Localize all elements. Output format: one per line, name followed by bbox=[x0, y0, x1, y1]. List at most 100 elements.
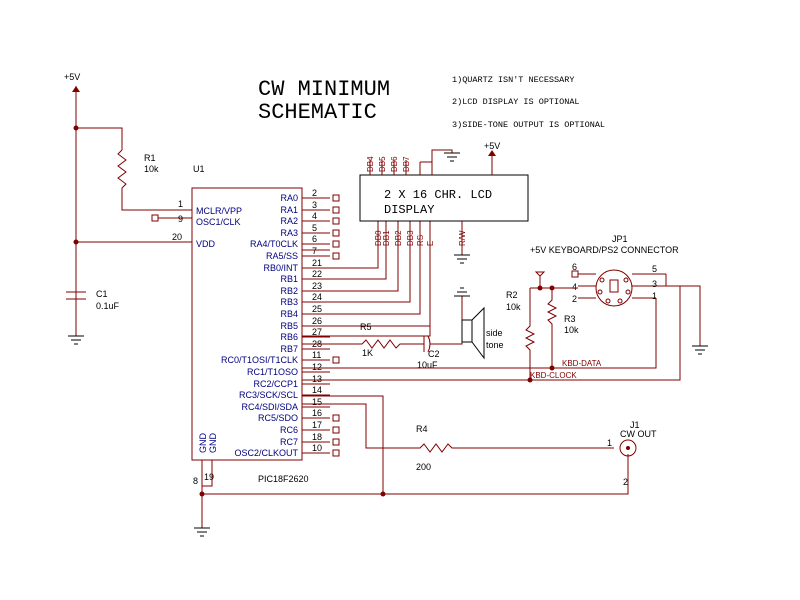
mcu-pin-name: RA0 bbox=[280, 193, 298, 203]
mcu-pin-name-vdd: VDD bbox=[196, 239, 216, 249]
r4-ref: R4 bbox=[416, 424, 428, 434]
r5-value: 1K bbox=[362, 348, 373, 358]
note-1: 1)QUARTZ ISN'T NECESSARY bbox=[452, 75, 574, 85]
ground-symbol-jp1 bbox=[692, 345, 708, 355]
ground-symbol-rw bbox=[454, 254, 470, 264]
mcu-pin-num: 6 bbox=[312, 234, 317, 244]
mcu-pin-num: 11 bbox=[312, 350, 321, 360]
mcu-pin-name: RB6 bbox=[280, 332, 298, 342]
mcu-pin-num: 12 bbox=[312, 362, 322, 372]
mcu-pin-num: 14 bbox=[312, 385, 322, 395]
j1-ref: J1 bbox=[630, 420, 640, 430]
mcu-pin-terminal bbox=[332, 449, 340, 457]
jp1-pin-6: 6 bbox=[572, 262, 577, 272]
mcu-pin-name: RA3 bbox=[280, 228, 298, 238]
resistor-r1: R1 10k bbox=[117, 149, 192, 211]
mcu-pin-terminal bbox=[332, 438, 340, 446]
vcc-arrow-left bbox=[72, 86, 80, 92]
r3-ref: R3 bbox=[564, 314, 576, 324]
mcu-pin-name-osc1: OSC1/CLK bbox=[196, 217, 241, 227]
mcu-pin-terminal bbox=[332, 240, 340, 248]
mcu-pin-num-20: 20 bbox=[172, 232, 182, 242]
mcu-pin-num: 7 bbox=[312, 246, 317, 256]
mcu-pin-num: 23 bbox=[312, 281, 322, 291]
note-3: 3)SIDE-TONE OUTPUT IS OPTIONAL bbox=[452, 120, 605, 130]
lcd-bottom-pin-label: DB3 bbox=[406, 230, 415, 246]
vcc-rail-left: +5V bbox=[64, 72, 192, 336]
net-kbd-clock: KBD-CLOCK bbox=[530, 371, 577, 380]
r4-value: 200 bbox=[416, 462, 431, 472]
mcu-pin-name: RC7 bbox=[280, 437, 298, 447]
c1-ref: C1 bbox=[96, 289, 108, 299]
mcu-gnd-label-1: GND bbox=[198, 433, 208, 454]
jp1-pin-2: 2 bbox=[572, 294, 577, 304]
mcu-pin-num: 18 bbox=[312, 432, 322, 442]
lcd-line2: DISPLAY bbox=[384, 203, 434, 217]
mcu-pin-name: RC1/T1OSO bbox=[247, 367, 298, 377]
mcu-pin-num: 5 bbox=[312, 223, 317, 233]
mcu-pin-num: 3 bbox=[312, 200, 317, 210]
mcu-pin-name: RB3 bbox=[280, 297, 298, 307]
ground-symbol-speaker bbox=[454, 287, 470, 297]
speaker-icon bbox=[461, 319, 473, 343]
ground-symbol-lcd bbox=[444, 152, 460, 162]
mcu-pin-num: 2 bbox=[312, 188, 317, 198]
mcu-pin-name: RC6 bbox=[280, 425, 298, 435]
capacitor-c1: C1 0.1uF bbox=[66, 289, 120, 345]
speaker-label-2: tone bbox=[486, 340, 504, 350]
lcd-top-pin-label: DB5 bbox=[378, 156, 387, 172]
mcu-part-number: PIC18F2620 bbox=[258, 474, 309, 484]
mcu-gnd-label-2: GND bbox=[208, 433, 218, 454]
mcu-to-lcd-wire bbox=[302, 221, 421, 315]
mcu-pin-name: RA5/SS bbox=[266, 251, 298, 261]
mcu-pin-num: 10 bbox=[312, 443, 322, 453]
mcu-pin-name: RA2 bbox=[280, 216, 298, 226]
mcu-pin-name: RC0/T1OSI/T1CLK bbox=[221, 355, 298, 365]
mcu-extra-wires bbox=[302, 221, 431, 345]
net-kbd-data: KBD-DATA bbox=[562, 359, 602, 368]
c2-value: 10uF bbox=[417, 360, 438, 370]
lcd-top-pin-label: DB6 bbox=[390, 156, 399, 172]
lcd-top-pin-label: DB7 bbox=[402, 156, 411, 172]
keyboard-connector-jp1: JP1 +5V KEYBOARD/PS2 CONNECTOR 6 4 2 5 3… bbox=[302, 234, 708, 383]
mcu-pin-terminal bbox=[332, 229, 340, 237]
mcu-pin-num-9: 9 bbox=[178, 214, 183, 224]
mcu-to-lcd-wire bbox=[302, 221, 379, 269]
vcc-label-right: +5V bbox=[484, 141, 500, 151]
c2-ref: C2 bbox=[428, 349, 440, 359]
lcd-bottom-pin-label: E bbox=[426, 241, 435, 246]
lcd-bottom-pin-label: DB2 bbox=[394, 230, 403, 246]
jp1-pin-3: 3 bbox=[652, 279, 657, 289]
mcu-pin-num-19: 19 bbox=[204, 472, 214, 482]
mcu-pin-name: RB5 bbox=[280, 321, 298, 331]
jp1-pin-4: 4 bbox=[572, 282, 577, 292]
mcu-pin-name: RB1 bbox=[280, 274, 298, 284]
mcu-to-lcd-wire bbox=[302, 221, 399, 292]
jp1-label: +5V KEYBOARD/PS2 CONNECTOR bbox=[530, 245, 679, 255]
mcu-pin-name: RB7 bbox=[280, 344, 298, 354]
mcu-pin-num: 17 bbox=[312, 420, 322, 430]
lcd-bottom-pin-label: RS bbox=[416, 235, 425, 246]
mcu-pin-name: OSC2/CLKOUT bbox=[234, 448, 298, 458]
mcu-to-lcd-wire bbox=[302, 221, 411, 303]
vcc-label-left: +5V bbox=[64, 72, 80, 82]
mcu-pin-num: 27 bbox=[312, 327, 322, 337]
note-2: 2)LCD DISPLAY IS OPTIONAL bbox=[452, 97, 580, 107]
sidetone-circuit: R5 1K C2 10uF side tone bbox=[325, 287, 504, 370]
lcd-bottom-pin-label: DB0 bbox=[374, 230, 383, 246]
r5-ref: R5 bbox=[360, 322, 372, 332]
mcu-pin-terminal bbox=[332, 426, 340, 434]
mcu-pin-num: 26 bbox=[312, 316, 322, 326]
mcu-pin-num: 13 bbox=[312, 374, 322, 384]
mcu-pin-num: 22 bbox=[312, 269, 322, 279]
vcc-arrow-right bbox=[488, 150, 496, 156]
mcu-pin-num-8: 8 bbox=[193, 476, 198, 486]
j1-pin-2: 2 bbox=[623, 477, 628, 487]
jack-icon bbox=[619, 439, 637, 457]
mcu-pin-name: RA4/T0CLK bbox=[250, 239, 298, 249]
mcu-pin-num: 16 bbox=[312, 408, 322, 418]
title-line2: SCHEMATIC bbox=[258, 100, 377, 125]
mcu-pin-name: RC4/SDI/SDA bbox=[241, 402, 298, 412]
mcu-pin-name: RB0/INT bbox=[263, 263, 298, 273]
